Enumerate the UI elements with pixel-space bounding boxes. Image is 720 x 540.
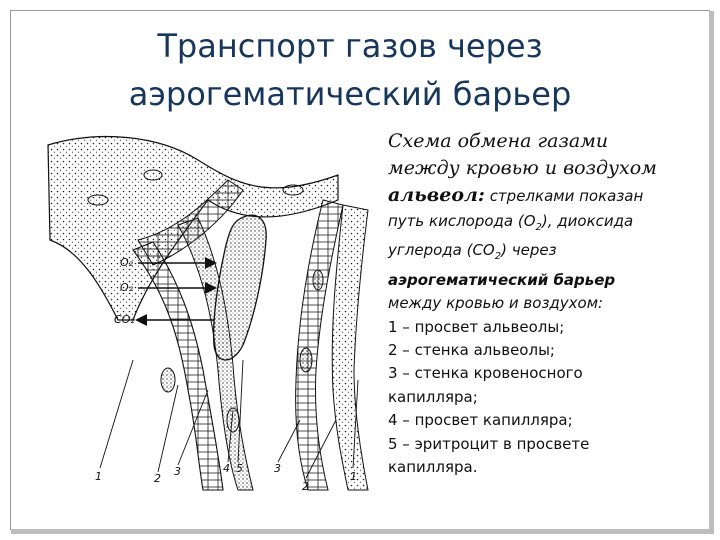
caption-text: углерода (СО bbox=[388, 241, 495, 260]
legend-item: капилляра; bbox=[388, 387, 478, 406]
alveolar-wall-right bbox=[331, 204, 369, 491]
caption-bold-term: аэрогематический барьер bbox=[388, 270, 616, 289]
leader-line bbox=[177, 389, 209, 466]
erythrocyte-shape bbox=[212, 214, 267, 361]
legend-item: 1 – просвет альвеолы; bbox=[388, 317, 565, 336]
leader-line bbox=[157, 384, 179, 473]
alveolar-tissue-upper bbox=[47, 135, 339, 321]
alveolar-diagram: O₂ O₂ CO₂ 1 2 3 4 5 3 2 1 bbox=[47, 135, 369, 493]
caption-heading-line: альвеол: bbox=[388, 184, 485, 206]
nucleus-shape bbox=[87, 194, 109, 206]
label-1-left: 1 bbox=[95, 470, 102, 483]
caption-heading-line: между кровью и воздухом bbox=[388, 157, 657, 179]
leader-line bbox=[237, 359, 244, 463]
caption-legend-list: 1 – просвет альвеолы; 2 – стенка альвеол… bbox=[388, 316, 688, 480]
caption-body: путь кислорода (О2), диоксида углерода (… bbox=[388, 210, 688, 316]
leader-line bbox=[227, 409, 234, 463]
legend-item: 3 – стенка кровеносного bbox=[388, 364, 583, 383]
leader-line bbox=[99, 359, 134, 469]
label-co2: CO₂ bbox=[114, 313, 135, 326]
label-o2-b: O₂ bbox=[120, 281, 134, 294]
caption-text: ) через bbox=[501, 241, 557, 260]
caption-heading: Схема обмена газами между кровью и возду… bbox=[388, 128, 688, 210]
caption-text: ), диоксида bbox=[541, 212, 634, 230]
label-2-right: 2 bbox=[302, 480, 309, 493]
caption-subscript: 2 bbox=[535, 222, 542, 233]
legend-item: 2 – стенка альвеолы; bbox=[388, 341, 555, 360]
legend-item: 4 – просвет капилляра; bbox=[388, 411, 573, 430]
label-3-right: 3 bbox=[274, 462, 281, 475]
nucleus-shape bbox=[143, 169, 163, 181]
nucleus-shape bbox=[312, 269, 324, 291]
leader-line bbox=[352, 379, 359, 469]
label-3-left: 3 bbox=[174, 465, 181, 478]
label-1-right: 1 bbox=[350, 470, 357, 483]
nucleus-shape bbox=[299, 347, 313, 373]
nucleus-shape bbox=[160, 367, 176, 393]
title-line-2: аэрогематический барьер bbox=[128, 75, 572, 113]
caption-text: путь кислорода (О bbox=[388, 212, 536, 230]
nucleus-shape bbox=[282, 184, 304, 196]
caption-text: стрелками показан bbox=[484, 187, 644, 205]
leader-line bbox=[305, 419, 337, 479]
caption-heading-line: Схема обмена газами bbox=[388, 130, 609, 152]
figure-caption: Схема обмена газами между кровью и возду… bbox=[388, 128, 688, 479]
label-5: 5 bbox=[236, 462, 243, 475]
capillary-wall-right bbox=[295, 199, 344, 491]
label-o2-a: O₂ bbox=[120, 256, 134, 269]
caption-text: между кровью и воздухом: bbox=[388, 294, 604, 313]
title-line-1: Транспорт газов через bbox=[157, 27, 543, 65]
label-2-left: 2 bbox=[154, 472, 161, 485]
nucleus-shape bbox=[226, 407, 240, 433]
leader-line bbox=[277, 419, 301, 463]
label-4: 4 bbox=[223, 462, 230, 475]
legend-item: капилляра. bbox=[388, 458, 478, 477]
legend-item: 5 – эритроцит в просвете bbox=[388, 434, 590, 453]
slide-title: Транспорт газов через аэрогематический б… bbox=[40, 22, 660, 118]
caption-subscript: 2 bbox=[494, 251, 502, 263]
